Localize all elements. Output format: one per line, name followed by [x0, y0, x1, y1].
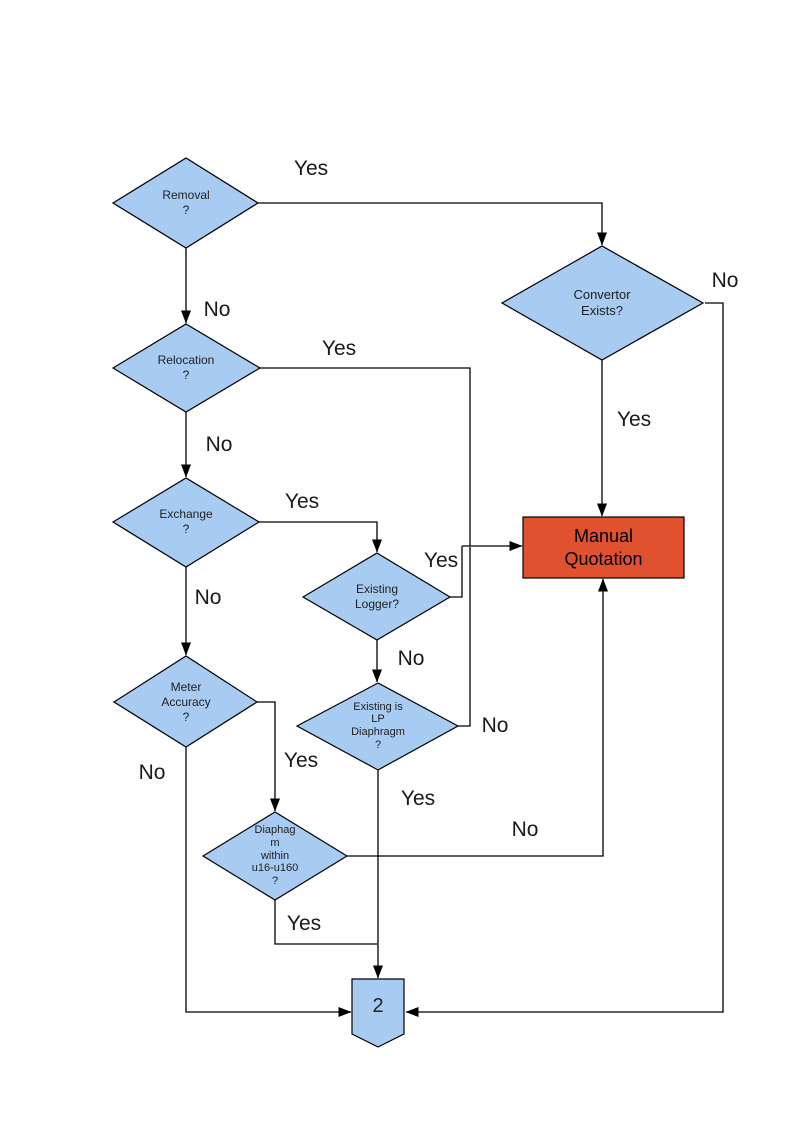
- edge-removal-yes: [258, 202, 607, 246]
- node-existing-logger-shape: [301, 552, 452, 641]
- edge-diaphagm-no: [347, 578, 608, 857]
- edge-lp-no: [458, 547, 471, 727]
- edge-relocation-yes: [260, 367, 471, 546]
- edge-diaphagm-yes: [274, 900, 377, 945]
- edge-logger-yes: [450, 546, 463, 598]
- node-exchange-shape: [111, 477, 261, 568]
- node-removal-shape: [111, 157, 260, 249]
- node-lp-diaphragm-shape: [295, 682, 460, 771]
- node-meter-accuracy-shape: [112, 655, 259, 748]
- edge-convertor-no: [405, 302, 724, 1017]
- node-relocation-shape: [111, 323, 262, 413]
- node-connector-2-shape: [351, 978, 405, 1048]
- node-diaphagm-range-shape: [201, 811, 349, 901]
- edge-meter-no: [185, 747, 352, 1017]
- node-manual-quotation-shape: [522, 516, 685, 579]
- node-convertor-shape: [500, 245, 705, 361]
- edge-exchange-yes: [259, 521, 382, 553]
- edge-meter-yes: [257, 701, 280, 812]
